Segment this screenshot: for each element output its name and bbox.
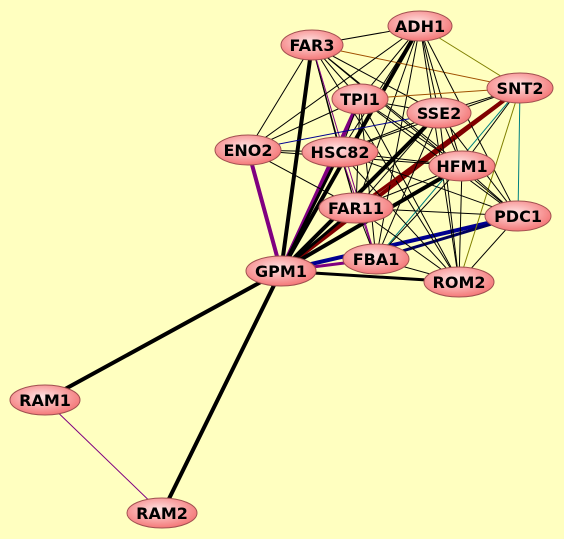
node-tpi1-label: TPI1 [340, 90, 380, 109]
edge-gpm1-ram1 [43, 269, 283, 402]
edge-snt2-rom2 [458, 87, 521, 283]
node-far11[interactable]: FAR11 [318, 192, 394, 224]
node-pdc1-label: PDC1 [494, 207, 542, 226]
edge-adh1-fba1 [375, 25, 421, 260]
edge-gpm1-pdc1 [279, 214, 520, 273]
node-sse2[interactable]: SSE2 [406, 97, 472, 129]
node-tpi1-shape [331, 83, 389, 115]
edge-snt2-far11 [354, 86, 522, 210]
node-hfm1-label: HFM1 [436, 157, 487, 176]
node-snt2[interactable]: SNT2 [486, 72, 554, 104]
edge-hfm1-rom2 [458, 165, 463, 283]
node-eno2-shape [214, 134, 282, 166]
node-eno2-label: ENO2 [223, 141, 272, 160]
edge-tpi1-rom2 [359, 98, 460, 283]
edge-adh1-pdc1 [419, 25, 519, 217]
node-ram1-label: RAM1 [19, 391, 71, 410]
node-ram1[interactable]: RAM1 [9, 384, 81, 416]
node-ram2-label: RAM2 [136, 504, 188, 523]
node-rom2-shape [423, 266, 495, 298]
edge-gpm1-eno2 [246, 148, 283, 273]
node-far11-label: FAR11 [328, 199, 384, 218]
edge-adh1-hfm1 [419, 25, 463, 167]
node-far3[interactable]: FAR3 [280, 29, 344, 61]
node-layer: ADH1 FAR3 SNT2 TPI1 SSE2 ENO2 HSC82 HFM [9, 10, 554, 529]
node-adh1-label: ADH1 [395, 17, 445, 36]
edge-hsc82-pdc1 [339, 151, 519, 217]
edge-gpm1-far3 [279, 43, 314, 273]
node-ram2[interactable]: RAM2 [126, 497, 198, 529]
edge-adh1-eno2 [247, 25, 421, 151]
edge-far3-pdc1 [311, 44, 519, 217]
node-snt2-label: SNT2 [497, 79, 544, 98]
node-hsc82-shape [301, 136, 379, 168]
node-adh1[interactable]: ADH1 [387, 10, 453, 42]
node-tpi1[interactable]: TPI1 [331, 83, 389, 115]
edge-snt2-pdc1 [517, 87, 521, 217]
node-far11-shape [318, 192, 394, 224]
edge-gpm1-sse2 [279, 111, 441, 273]
edge-sse2-fba1 [375, 112, 440, 260]
node-hfm1-shape [428, 150, 496, 182]
node-hsc82-label: HSC82 [311, 143, 370, 162]
edge-gpm1-ram2 [160, 269, 283, 515]
edge-far3-rom2 [311, 44, 460, 283]
edge-sse2-rom2 [438, 112, 460, 283]
edge-sse2-far11 [355, 112, 440, 209]
edge-hfm1-fba1 [375, 165, 463, 260]
node-gpm1[interactable]: GPM1 [245, 255, 317, 287]
edge-hsc82-rom2 [339, 151, 460, 283]
edge-sse2-eno2 [247, 112, 440, 151]
node-fba1-shape [342, 243, 410, 275]
node-snt2-shape [486, 72, 554, 104]
node-fba1-label: FBA1 [353, 250, 400, 269]
node-eno2[interactable]: ENO2 [214, 134, 282, 166]
node-rom2-label: ROM2 [433, 273, 486, 292]
node-hsc82[interactable]: HSC82 [301, 136, 379, 168]
edge-ram1-ram2 [44, 399, 163, 514]
node-pdc1-shape [484, 200, 552, 232]
node-sse2-label: SSE2 [417, 104, 461, 123]
node-fba1[interactable]: FBA1 [342, 243, 410, 275]
edge-far3-snt2 [311, 44, 521, 89]
node-far3-label: FAR3 [290, 36, 335, 55]
node-ram1-shape [9, 384, 81, 416]
edge-far3-eno2 [247, 44, 313, 151]
edge-tpi1-fba1 [359, 98, 377, 260]
node-gpm1-label: GPM1 [255, 262, 307, 281]
node-far3-shape [280, 29, 344, 61]
edge-gpm1-hsc82 [279, 150, 342, 273]
node-gpm1-shape [245, 255, 317, 287]
node-hfm1[interactable]: HFM1 [428, 150, 496, 182]
node-sse2-shape [406, 97, 472, 129]
edge-adh1-rom2 [419, 25, 460, 283]
node-pdc1[interactable]: PDC1 [484, 200, 552, 232]
node-rom2[interactable]: ROM2 [423, 266, 495, 298]
node-ram2-shape [126, 497, 198, 529]
node-adh1-shape [387, 10, 453, 42]
